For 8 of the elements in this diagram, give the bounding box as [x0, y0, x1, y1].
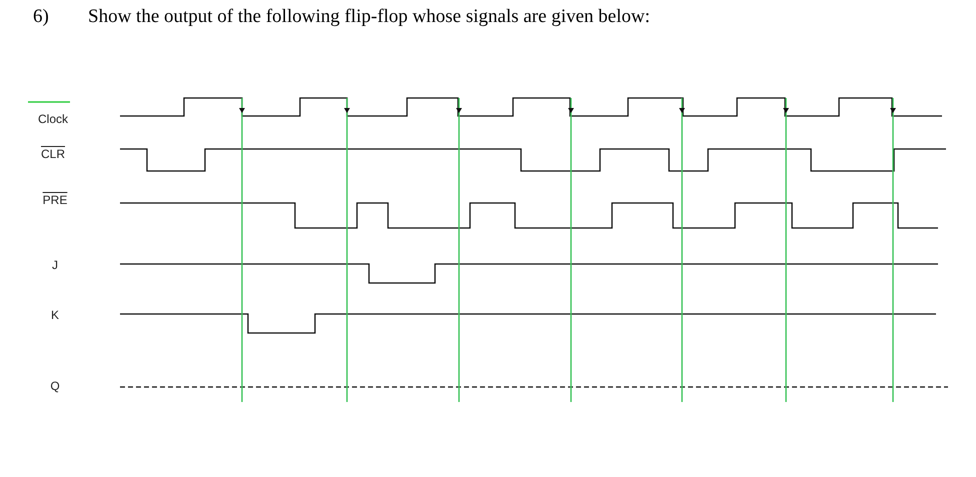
signal-label: Q [50, 379, 60, 393]
question-title: Show the output of the following flip-flop whose signals are given below: [88, 6, 650, 28]
signal-label: CLR [41, 147, 65, 161]
signal-label: Clock [38, 112, 68, 126]
signal-label: PRE [42, 193, 68, 207]
signal-label: J [52, 258, 58, 272]
signal-label: K [51, 308, 59, 322]
question-number: 6) [33, 6, 49, 28]
